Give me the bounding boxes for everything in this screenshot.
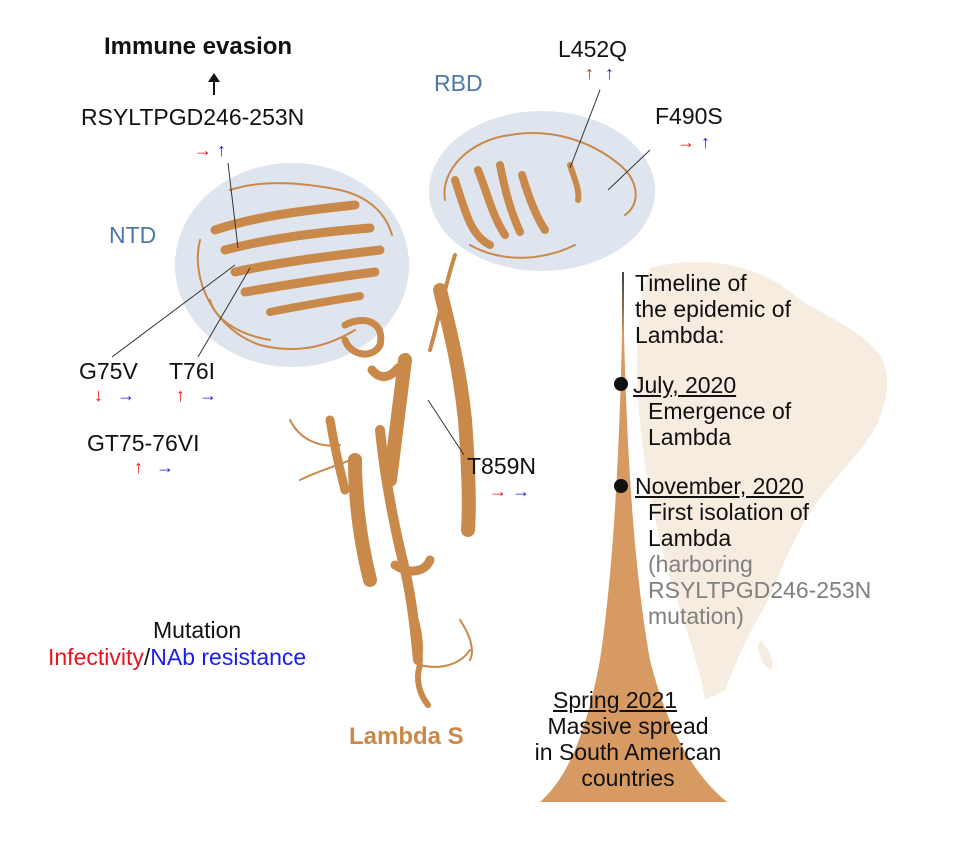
mutation-l452q: L452Q [558, 36, 628, 62]
legend-separator: / [143, 644, 151, 670]
title-immune-evasion: Immune evasion [104, 33, 293, 60]
timeline-final-date: Spring 2021 [553, 687, 678, 713]
timeline-spread-triangle [540, 280, 727, 802]
timeline-event-line: Lambda [648, 424, 732, 450]
timeline-final-line: in South American [534, 739, 722, 765]
infectivity-arrow-up: ↑ [134, 457, 143, 477]
rbd-region [429, 111, 655, 271]
infectivity-arrow-up: ↑ [585, 63, 594, 83]
timeline-note-line: (harboring [648, 551, 753, 577]
timeline-dot-november [614, 479, 628, 493]
lambda-s-protein-structure [196, 132, 637, 708]
infectivity-arrow-right: → [677, 132, 695, 152]
timeline-event-date: July, 2020 [633, 372, 737, 398]
nab-arrow-right: → [117, 385, 135, 405]
legend-heading: Mutation [153, 617, 242, 643]
mutation-g75v: G75V [79, 358, 138, 384]
timeline-note-line: mutation) [648, 603, 744, 629]
timeline-event-description: First isolation of Lambda [648, 499, 809, 551]
mutation-gt75-76vi: GT75-76VI [87, 430, 200, 456]
mutation-t859n: T859N [467, 453, 537, 479]
timeline-heading-line: Timeline of [635, 270, 747, 296]
south-america-map [637, 261, 888, 700]
nab-arrow-up: ↑ [701, 132, 710, 152]
infectivity-arrow-right: → [194, 140, 212, 160]
nab-arrow-right: → [199, 385, 217, 405]
nab-arrow-up: ↑ [605, 63, 614, 83]
timeline-event-line: Emergence of [648, 398, 792, 424]
timeline-event-note: (harboring RSYLTPGD246-253N mutation) [648, 551, 871, 629]
mutation-rsyltpgd: RSYLTPGD246-253N [81, 104, 305, 130]
rbd-label: RBD [434, 70, 483, 96]
mutation-f490s: F490S [655, 103, 723, 129]
mutation-t76i: T76I [169, 358, 216, 384]
nab-arrow-right: → [512, 481, 530, 501]
nab-arrow-right: → [156, 457, 174, 477]
timeline-final-line: Massive spread [547, 713, 709, 739]
timeline-heading-line: Lambda: [635, 322, 725, 348]
nab-arrow-up: ↑ [217, 140, 226, 160]
infectivity-arrow-up: ↑ [176, 385, 185, 405]
legend-infectivity: Infectivity [48, 644, 144, 670]
legend-nab-resistance: NAb resistance [150, 644, 307, 670]
timeline-dot-july [614, 377, 628, 391]
ntd-label: NTD [109, 222, 157, 248]
south-america-map-tail [758, 640, 773, 670]
timeline-heading: Timeline of the epidemic of Lambda: [635, 270, 791, 348]
timeline-event-line: Lambda [648, 525, 732, 551]
leader-lines [111, 89, 651, 456]
timeline-event-description: Emergence of Lambda [648, 398, 791, 450]
timeline-final-description: Massive spread in South American countri… [510, 713, 746, 791]
infectivity-arrow-down: ↓ [94, 385, 103, 405]
timeline-heading-line: the epidemic of [635, 296, 791, 322]
timeline-event-line: First isolation of [648, 499, 810, 525]
timeline-event-date: November, 2020 [635, 473, 804, 499]
lambda-s-label: Lambda S [349, 723, 464, 750]
legend-row: Infectivity/NAb resistance [48, 646, 306, 669]
timeline-note-line: RSYLTPGD246-253N [648, 577, 872, 603]
timeline-final-line: countries [581, 765, 675, 791]
title-up-arrow [208, 73, 220, 95]
infectivity-arrow-right: → [489, 481, 507, 501]
